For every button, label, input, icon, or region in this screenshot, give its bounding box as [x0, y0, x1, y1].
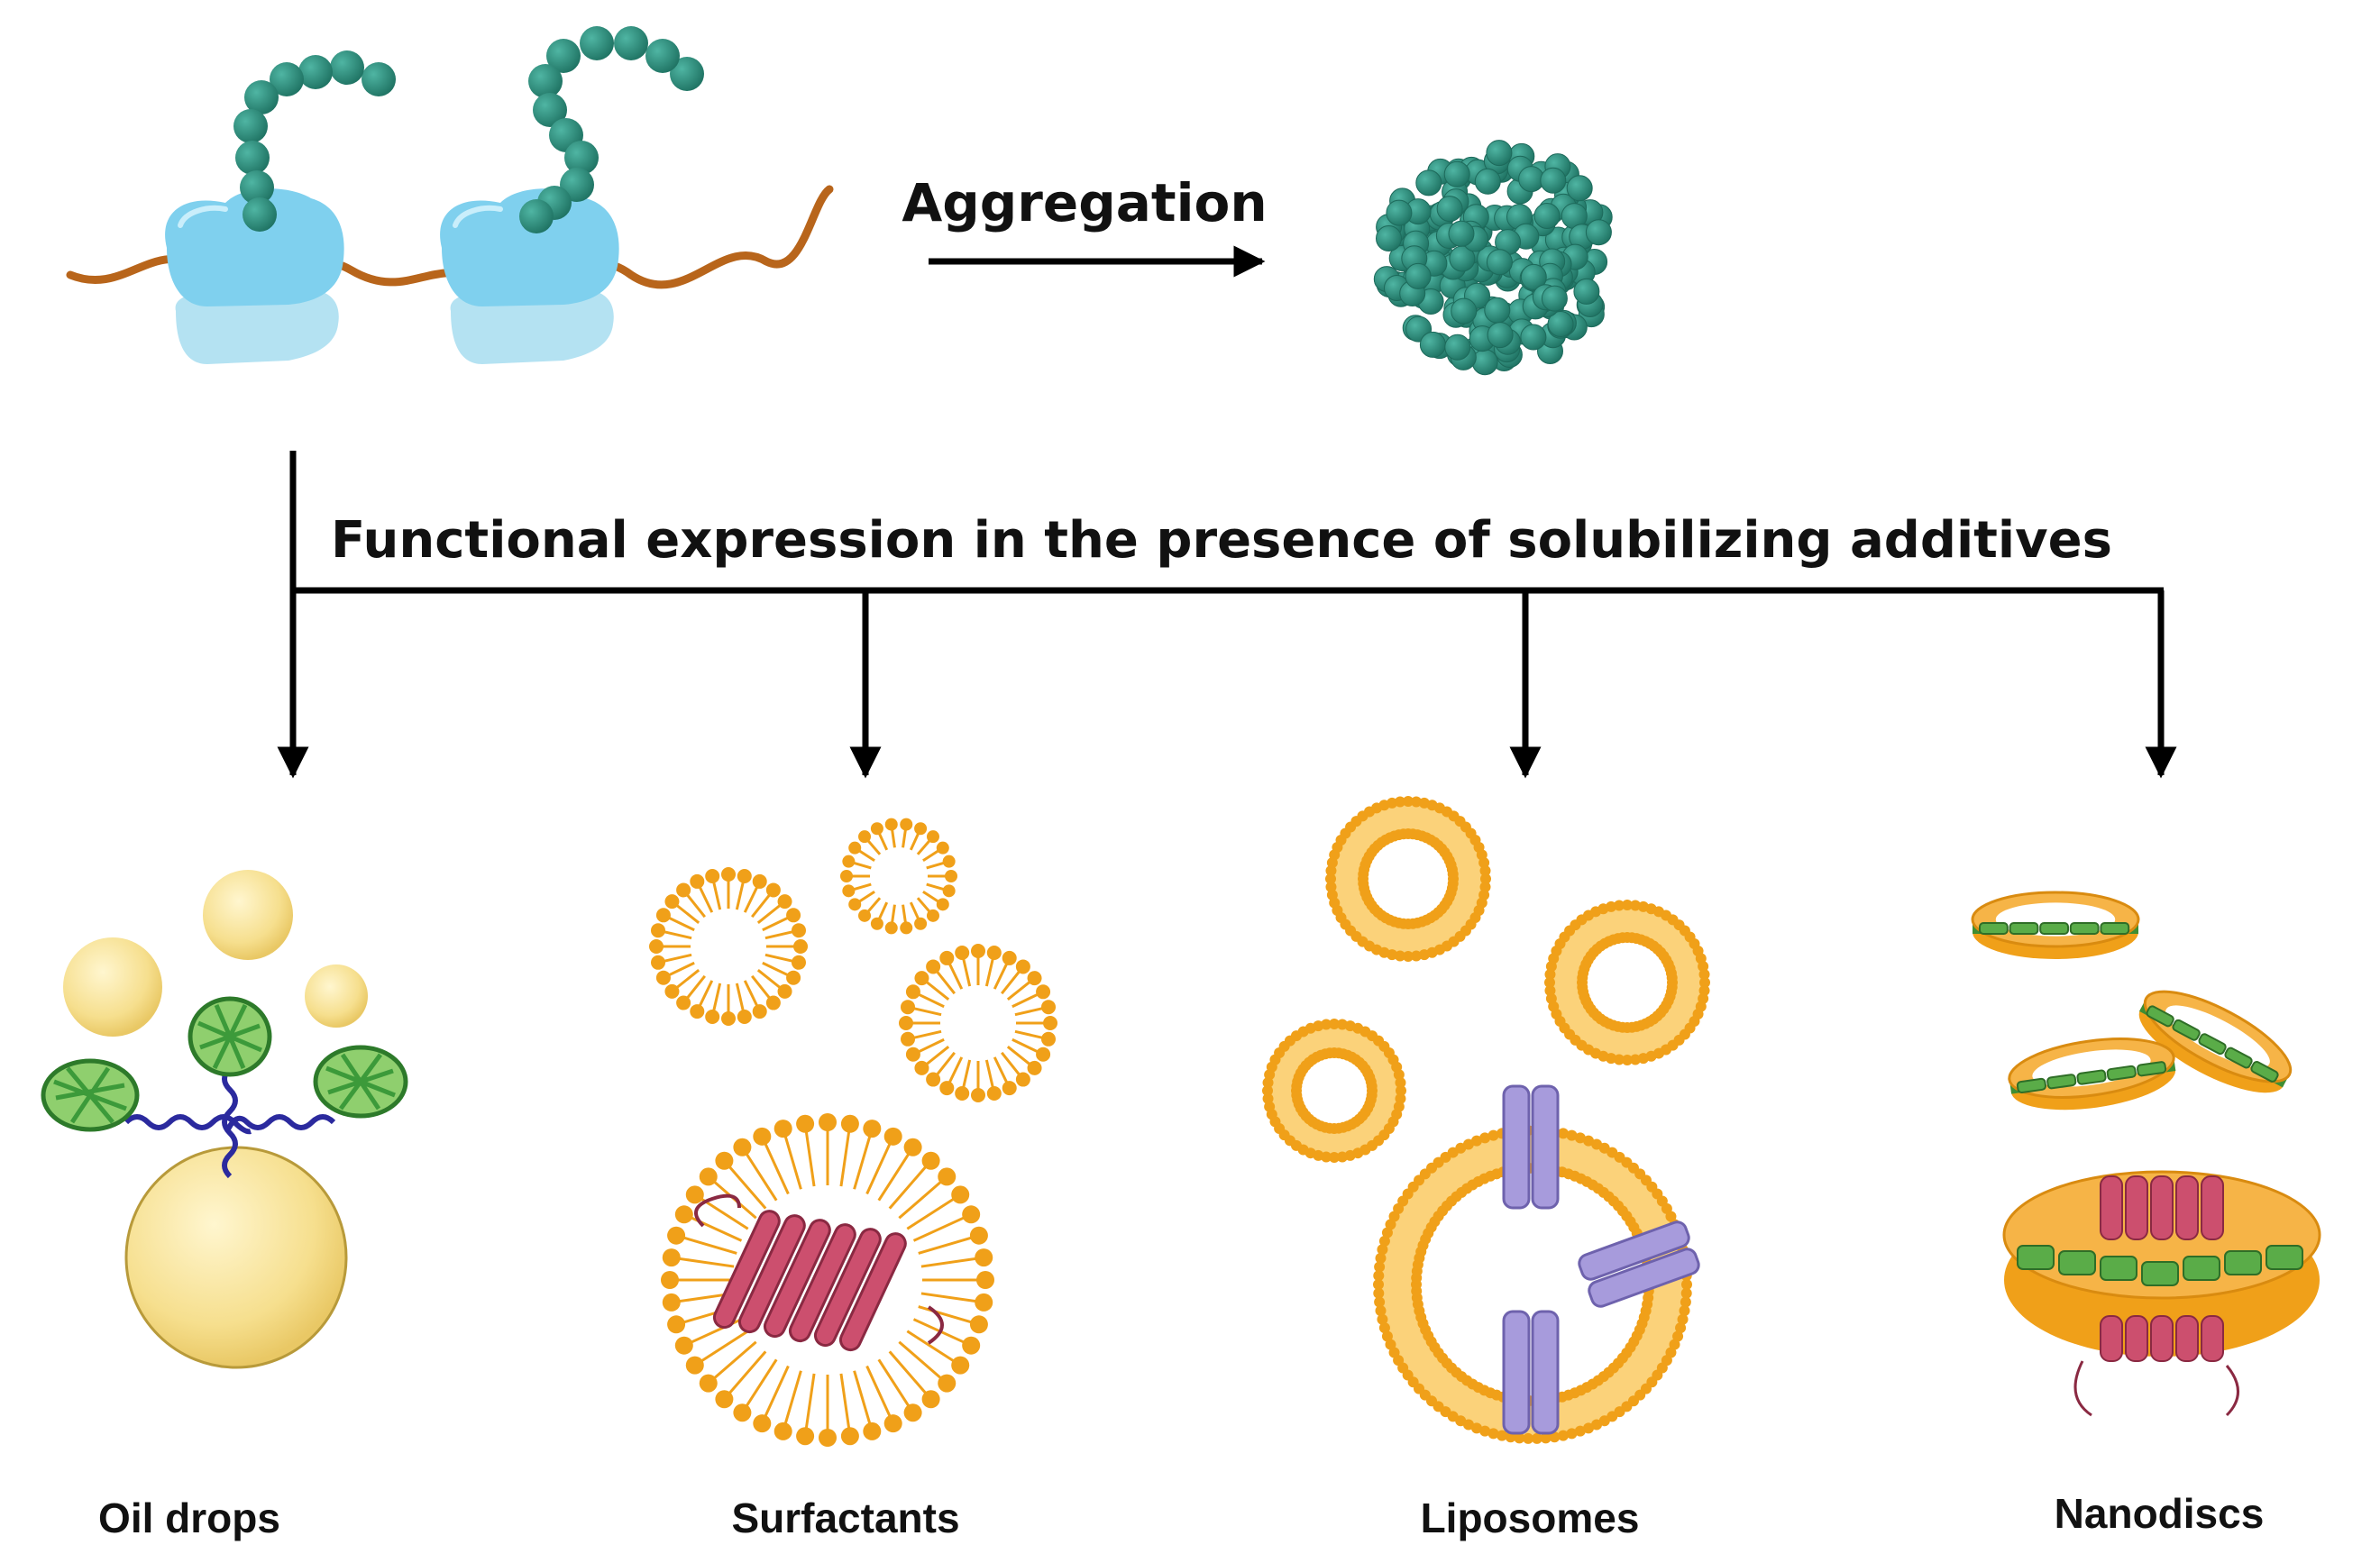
protein-aggregate: [1373, 140, 1613, 376]
liposomes-illustration: [1262, 796, 1710, 1444]
nascent-peptide-2: [519, 26, 704, 233]
nanodiscs-illustration: [1971, 891, 2321, 1417]
surfactants-label: Surfactants: [731, 1495, 959, 1541]
functional-expression-label: Functional expression in the presence of…: [331, 511, 2112, 570]
ribosome-translation-group: [66, 26, 834, 364]
oil-drops-illustration: [41, 870, 408, 1369]
surfactant-membrane-protein: [694, 1193, 944, 1352]
surfactants-illustration: [649, 818, 1057, 1447]
nanodisc-with-protein: [2002, 1170, 2321, 1417]
ribosome-2: [440, 188, 619, 364]
large-oil-drop: [124, 1146, 348, 1369]
ribosome-1: [165, 188, 344, 364]
branch-connector: [277, 451, 2177, 779]
liposomes-label: Liposomes: [1421, 1495, 1640, 1541]
aggregation-label: Aggregation: [902, 172, 1267, 233]
nascent-peptide-1: [233, 50, 396, 232]
gfp-barrel-right: [313, 1045, 408, 1119]
gfp-barrel-middle: [188, 996, 272, 1077]
liposome-membrane-proteins: [1502, 1084, 1700, 1435]
oil-drops-label: Oil drops: [98, 1495, 280, 1541]
nanodiscs-label: Nanodiscs: [2055, 1490, 2265, 1537]
gfp-barrel-left: [41, 1058, 140, 1132]
